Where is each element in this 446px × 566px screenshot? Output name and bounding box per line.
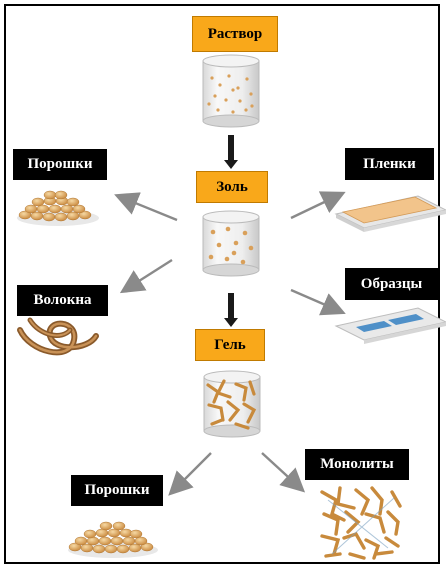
label-samples: Образцы bbox=[345, 268, 438, 300]
monolith-block-icon bbox=[320, 486, 402, 560]
label-fibers: Волокна bbox=[17, 285, 108, 316]
powder-pile-icon bbox=[17, 190, 99, 226]
arrow-gel-to-powders bbox=[168, 452, 212, 496]
arrow-sol-to-samples bbox=[290, 288, 346, 316]
coated-sample-icon bbox=[334, 307, 446, 344]
label-solution: Раствор bbox=[192, 16, 278, 52]
label-powders-top: Порошки bbox=[13, 149, 107, 180]
label-gel: Гель bbox=[195, 329, 265, 361]
label-powders-bottom: Порошки bbox=[71, 475, 163, 506]
arrow-sol-to-powders bbox=[114, 192, 178, 222]
fiber-coil-icon bbox=[17, 317, 99, 356]
arrow-gel-to-monoliths bbox=[261, 452, 306, 493]
beaker-sol-icon bbox=[202, 210, 260, 277]
label-films: Пленки bbox=[345, 148, 434, 180]
film-sheet-icon bbox=[334, 195, 446, 232]
powder-pile-icon bbox=[68, 521, 158, 558]
beaker-solution-icon bbox=[202, 54, 260, 128]
arrow-sol-to-fibers bbox=[119, 258, 173, 294]
label-sol: Золь bbox=[196, 171, 268, 203]
label-monoliths: Монолиты bbox=[305, 449, 409, 480]
arrow-head-sol-to-gel bbox=[224, 318, 238, 327]
arrow-sol-to-films bbox=[290, 191, 346, 220]
arrow-head-solution-to-sol bbox=[224, 160, 238, 169]
beaker-gel-icon bbox=[203, 370, 261, 438]
